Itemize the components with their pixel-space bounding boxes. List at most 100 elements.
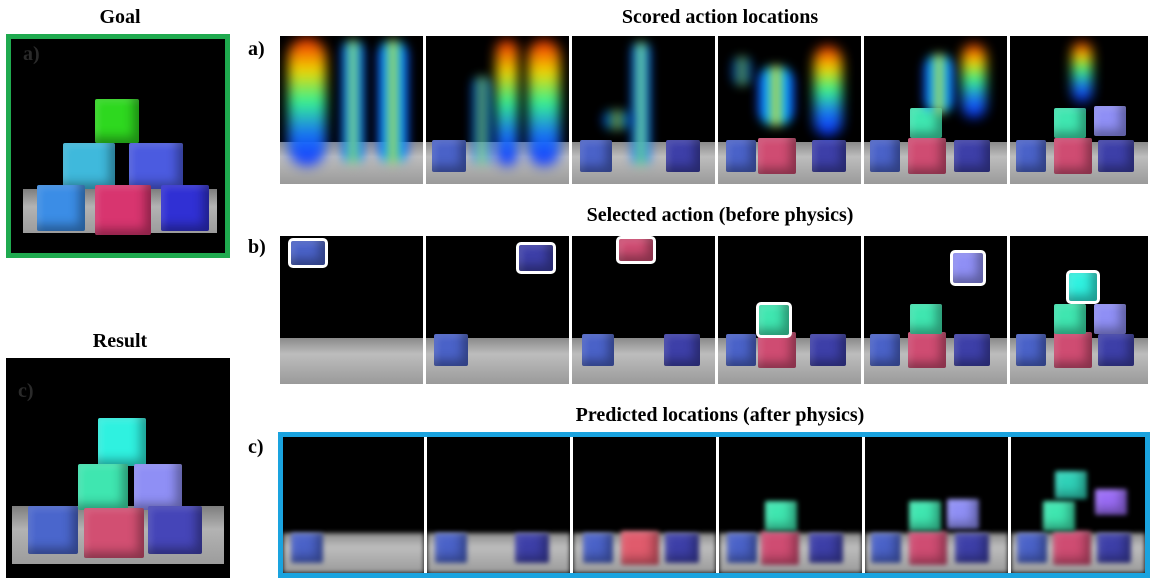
row-c-frame-3: [573, 437, 716, 573]
goal-cube-pink: [95, 185, 151, 235]
row-a-frame-6: [1010, 36, 1148, 184]
heat-column: [632, 42, 650, 166]
cube-blue: [291, 533, 323, 563]
cube-lavender: [1094, 304, 1126, 334]
heat-blob: [924, 54, 954, 114]
row-b-title: Selected action (before physics): [586, 204, 854, 226]
heat-blob: [732, 56, 752, 86]
cube-pink: [908, 138, 946, 174]
heat-column: [288, 38, 326, 166]
cube-darkblue: [810, 334, 846, 366]
heat-column: [378, 40, 408, 164]
cube-lavender: [1094, 106, 1126, 136]
selected-cube: [288, 238, 328, 268]
cube-lavender: [1095, 489, 1127, 515]
row-a-frame-3: [572, 36, 715, 184]
goal-cube-cyan: [63, 143, 115, 189]
row-c-frame-1: [283, 437, 424, 573]
cube-blue: [434, 334, 468, 366]
goal-ghost-label: a): [23, 43, 40, 65]
cube-pink: [1054, 138, 1092, 174]
goal-cube-darkblue: [161, 185, 209, 231]
cube-blue: [1017, 533, 1047, 563]
goal-image: a): [6, 34, 230, 258]
cube-blue: [1016, 140, 1046, 172]
result-cube-cyan: [98, 418, 146, 466]
row-c-strip: [278, 432, 1150, 578]
result-cube-pink: [84, 508, 144, 558]
cube-darkblue: [666, 140, 700, 172]
heat-column: [814, 46, 842, 136]
cube-blue: [726, 140, 756, 172]
heat-column: [496, 40, 518, 166]
cube-darkblue: [954, 140, 990, 172]
cube-blue: [1016, 334, 1046, 366]
row-b-frame-1: [280, 236, 423, 384]
row-b-frame-6: [1010, 236, 1148, 384]
cube-blue: [432, 140, 466, 172]
row-a-strip: [280, 36, 1148, 184]
cube-blue: [435, 533, 467, 563]
result-ghost-label: c): [18, 380, 34, 402]
cube-darkblue: [954, 334, 990, 366]
cube-mint: [1054, 108, 1086, 138]
row-c-frame-5: [865, 437, 1008, 573]
goal-title: Goal: [99, 6, 141, 28]
cube-blue: [870, 334, 900, 366]
cube-darkblue: [664, 334, 700, 366]
row-a-frame-4: [718, 36, 861, 184]
frame-separator: [715, 236, 718, 384]
cube-pink: [621, 531, 659, 565]
cube-darkblue: [515, 533, 549, 563]
cube-pink: [1054, 332, 1092, 368]
cube-darkblue: [665, 533, 699, 563]
result-cube-blue-left: [28, 506, 78, 554]
heat-column: [528, 40, 560, 166]
goal-cube-lightblue: [37, 185, 85, 231]
frame-separator: [861, 236, 864, 384]
row-c-frame-6: [1011, 437, 1145, 573]
frame-separator: [423, 236, 426, 384]
cube-darkblue: [1098, 140, 1134, 172]
cube-blue: [727, 533, 757, 563]
cube-blue: [870, 140, 900, 172]
frame-separator: [570, 437, 573, 573]
cube-mint: [1054, 304, 1086, 334]
frame-separator: [569, 36, 572, 184]
heat-column: [472, 76, 492, 166]
frame-separator: [569, 236, 572, 384]
row-a-frame-2: [426, 36, 569, 184]
cube-blue: [582, 334, 614, 366]
result-title: Result: [92, 330, 148, 352]
row-b-frame-4: [718, 236, 861, 384]
heat-blob: [602, 110, 632, 130]
cube-darkblue: [1097, 533, 1131, 563]
frame-separator: [715, 36, 718, 184]
selected-cube: [950, 250, 986, 286]
cube-pink: [908, 332, 946, 368]
goal-cube-blue: [129, 143, 183, 189]
row-b-frame-2: [426, 236, 569, 384]
cube-pink: [761, 531, 799, 565]
frame-separator: [716, 437, 719, 573]
row-c-label: c): [248, 436, 264, 458]
row-b-strip: [280, 236, 1148, 384]
heat-column: [962, 44, 986, 118]
cube-pink: [909, 531, 947, 565]
cube-blue: [871, 533, 901, 563]
cube-darkblue: [812, 140, 846, 172]
cube-darkblue: [1098, 334, 1134, 366]
row-c-title: Predicted locations (after physics): [575, 404, 865, 426]
result-cube-blue-right: [148, 506, 202, 554]
heat-column: [1072, 42, 1092, 102]
row-b-frame-5: [864, 236, 1007, 384]
row-b-label: b): [248, 236, 266, 258]
row-a-frame-5: [864, 36, 1007, 184]
frame-separator: [424, 437, 427, 573]
cube-mint: [910, 304, 942, 334]
selected-cube: [516, 242, 556, 274]
frame-separator: [1008, 437, 1011, 573]
selected-cube: [616, 236, 656, 264]
floor: [280, 338, 423, 384]
row-a-title: Scored action locations: [621, 6, 819, 28]
